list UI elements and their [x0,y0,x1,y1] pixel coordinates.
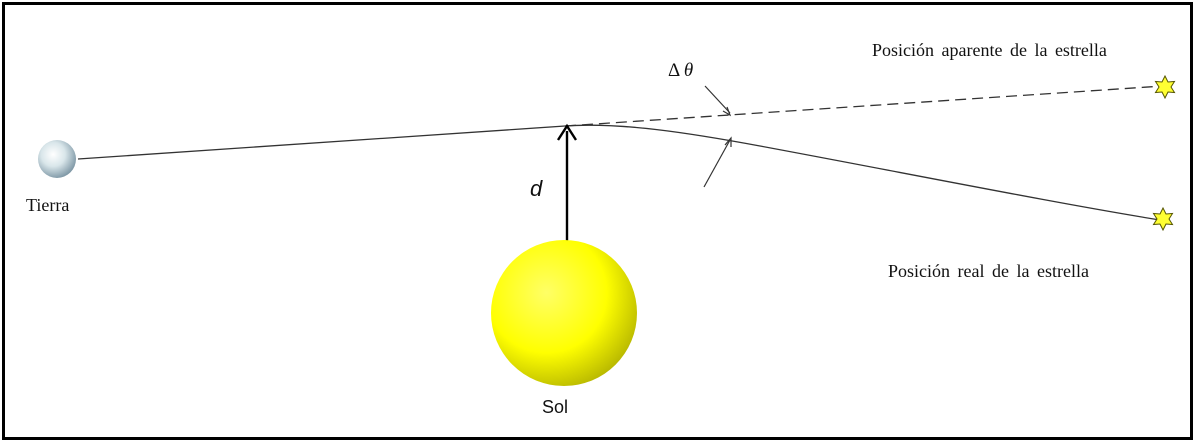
real-position-label: Posición real de la estrella [888,261,1089,281]
deflection-angle-label: Δ θ [668,60,693,82]
delta-symbol: Δ [668,60,680,81]
distance-arrow-head [556,123,578,141]
earth-label: Tierra [26,195,70,215]
angle-indicator-lower-head [724,136,732,147]
sun-label: Sol [542,397,569,417]
distance-label: d [530,176,543,201]
star-icon [1154,74,1176,100]
angle-indicator-upper [704,85,731,114]
earth-sphere-icon [38,140,76,178]
apparent-light-path [564,85,1164,127]
angle-indicator-lower [703,139,731,188]
star-icon [1152,206,1174,232]
angle-indicator-upper-head [722,106,732,117]
theta-symbol: θ [683,60,694,81]
real-light-path [77,124,1161,221]
sun-sphere-icon [491,240,637,386]
apparent-position-label: Posición aparente de la estrella [872,40,1107,60]
